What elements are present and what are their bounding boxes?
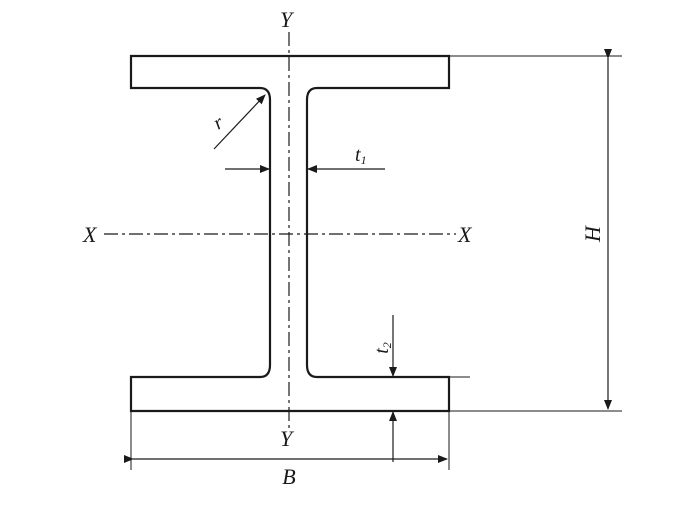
flange-thickness-subscript: 2 <box>380 342 394 348</box>
web-thickness-subscript: 1 <box>361 153 367 167</box>
y-axis-label-top: Y <box>280 7 295 32</box>
radius-label: r <box>210 111 228 134</box>
width-label: B <box>282 464 295 489</box>
x-axis-label-left: X <box>82 222 98 247</box>
y-axis-label-bottom: Y <box>280 426 295 451</box>
flange-thickness-symbol: t <box>371 348 393 354</box>
radius-leader-arrow <box>213 94 266 150</box>
height-label: H <box>580 225 605 243</box>
flange-thickness-label: t2 <box>371 342 394 354</box>
x-axis-label-right: X <box>457 222 473 247</box>
web-thickness-label: t1 <box>355 144 367 167</box>
web-thickness-symbol: t <box>355 144 361 166</box>
